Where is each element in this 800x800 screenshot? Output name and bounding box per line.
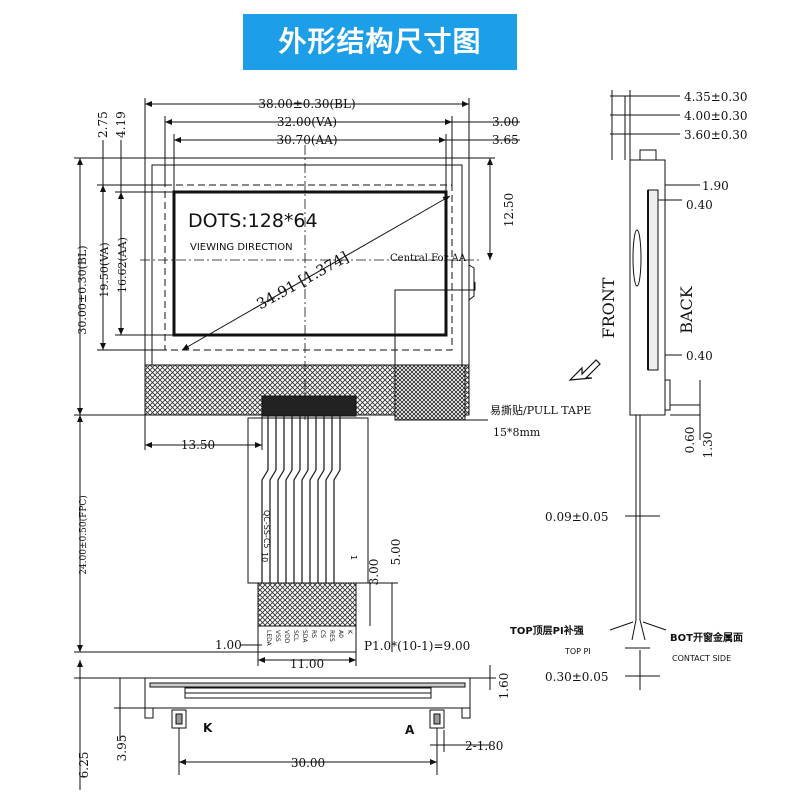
pull-tape-size: 15*8mm	[493, 426, 541, 439]
view-arrow-icon	[568, 359, 601, 381]
dim-right-3-65: 3.65	[492, 133, 519, 147]
dim-11-00: 11.00	[290, 657, 324, 671]
dim-2-1-80: 2-1.80	[465, 739, 503, 753]
dim-4-00: 4.00±0.30	[684, 109, 748, 123]
dim-3-95: 3.95	[115, 735, 129, 762]
pin-name: RS	[310, 630, 317, 638]
front-label: FRONT	[599, 277, 618, 338]
dim-30-00: 30.00	[291, 756, 325, 770]
dim-top-4-19: 4.19	[114, 111, 128, 138]
top-pi-label: TOP顶层PI补强	[510, 624, 584, 637]
dim-0-40-bottom: 0.40	[686, 349, 713, 363]
dim-bl-width: 38.00±0.30(BL)	[258, 97, 355, 111]
front-view	[74, 98, 520, 666]
dim-bl-height: 30.00±0.30(BL)	[76, 245, 89, 334]
pin-a-label: A	[405, 723, 415, 737]
title-banner: 外形结构尺寸图	[243, 14, 517, 70]
dim-aa-width: 30.70(AA)	[276, 133, 337, 147]
dim-0-30: 0.30±0.05	[545, 670, 609, 684]
pin-name-group: LEDA VSS VDD SCL SDA RS CS RES A0 K	[265, 630, 353, 647]
dim-right-3-00: 3.00	[492, 115, 519, 129]
pin-name: CS	[319, 630, 326, 638]
pull-tape-label: 易撕贴/PULL TAPE	[490, 403, 591, 417]
dots-label: DOTS:128*64	[188, 210, 318, 232]
dim-3-00: 3.00	[367, 559, 381, 586]
contact-side: CONTACT SIDE	[672, 654, 731, 663]
dim-fpc-length: 24.00±0.50(FPC)	[78, 495, 89, 575]
dim-0-60: 0.60	[683, 427, 697, 454]
dim-13-50: 13.50	[181, 438, 215, 452]
dim-aa-height: 16.62(AA)	[116, 237, 129, 293]
pin-name: VSS	[274, 630, 281, 642]
pin-1-label: 1	[349, 555, 358, 560]
side-lens	[632, 229, 642, 287]
back-label: BACK	[677, 285, 696, 334]
pin-name: LEDA	[265, 630, 272, 647]
dim-1-30: 1.30	[701, 432, 715, 459]
connector-bar	[261, 395, 357, 417]
pin-10-label: 10	[260, 552, 269, 562]
pin-name: SDA	[301, 630, 308, 643]
dim-1-90: 1.90	[702, 179, 729, 193]
pin-name: VDD	[283, 630, 290, 644]
side-view	[609, 90, 701, 690]
central-for-aa: Central For AA	[390, 253, 467, 264]
fpc-contacts	[257, 582, 357, 627]
dim-1-60: 1.60	[497, 673, 511, 700]
fpc-code: QC-SS-C5	[262, 510, 271, 549]
dim-6-25: 6.25	[77, 752, 91, 779]
pin-name: A0	[337, 630, 344, 638]
bottom-body	[144, 677, 471, 709]
pull-tape	[394, 364, 466, 421]
pin-name: SCL	[292, 630, 299, 642]
dim-4-35: 4.35±0.30	[684, 90, 748, 104]
page-title: 外形结构尺寸图	[278, 25, 482, 58]
bottom-view	[74, 660, 496, 790]
pin-name: K	[346, 630, 353, 635]
viewing-area	[164, 184, 453, 351]
dim-5-00: 5.00	[389, 539, 403, 566]
pin-name: RES	[328, 630, 335, 642]
dim-1-00: 1.00	[215, 638, 242, 652]
dim-pitch: P1.0*(10-1)=9.00	[364, 639, 470, 653]
pin-k-label: K	[203, 721, 213, 735]
dim-top-2-75: 2.75	[96, 111, 110, 138]
dim-0-40-top: 0.40	[686, 198, 713, 212]
dim-12-50: 12.50	[502, 193, 516, 227]
dim-3-60: 3.60±0.30	[684, 128, 748, 142]
dim-va-height: 19.50(VA)	[98, 242, 111, 297]
diagonal-dimension: 34.91 [1.374]	[253, 248, 351, 313]
viewing-direction: VIEWING DIRECTION	[190, 242, 293, 253]
dim-va-width: 32.00(VA)	[277, 115, 337, 129]
dim-0-09: 0.09±0.05	[545, 510, 609, 524]
bot-window-label: BOT开窗金属面	[670, 631, 743, 644]
top-pi-en: TOP PI	[564, 647, 591, 656]
